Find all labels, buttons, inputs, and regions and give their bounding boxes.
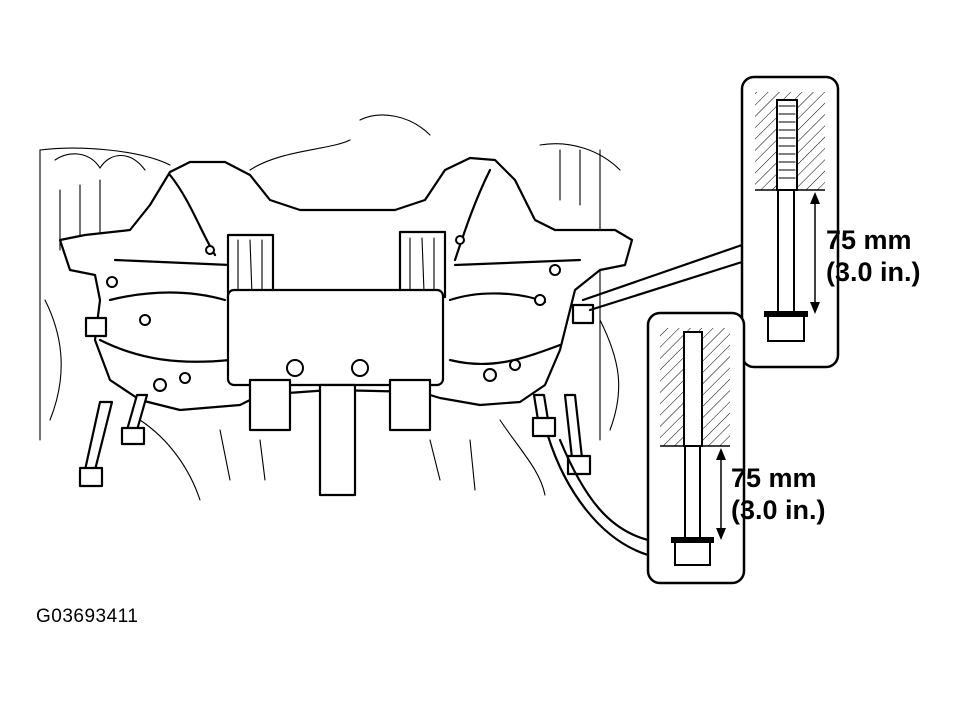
subframe <box>58 156 634 412</box>
lower-length-mm: 75 mm <box>731 463 817 493</box>
support-blocks <box>226 230 447 497</box>
upper-length-mm: 75 mm <box>826 225 912 255</box>
upper-bolt-detail-box <box>740 75 840 369</box>
lower-bolt-detail-box <box>646 311 746 585</box>
upper-length-in: (3.0 in.) <box>826 257 921 287</box>
lower-length-in: (3.0 in.) <box>731 495 826 525</box>
figure-id: G03693411 <box>36 606 139 627</box>
leader-lines <box>546 243 744 557</box>
subframe-bolts <box>78 303 595 488</box>
